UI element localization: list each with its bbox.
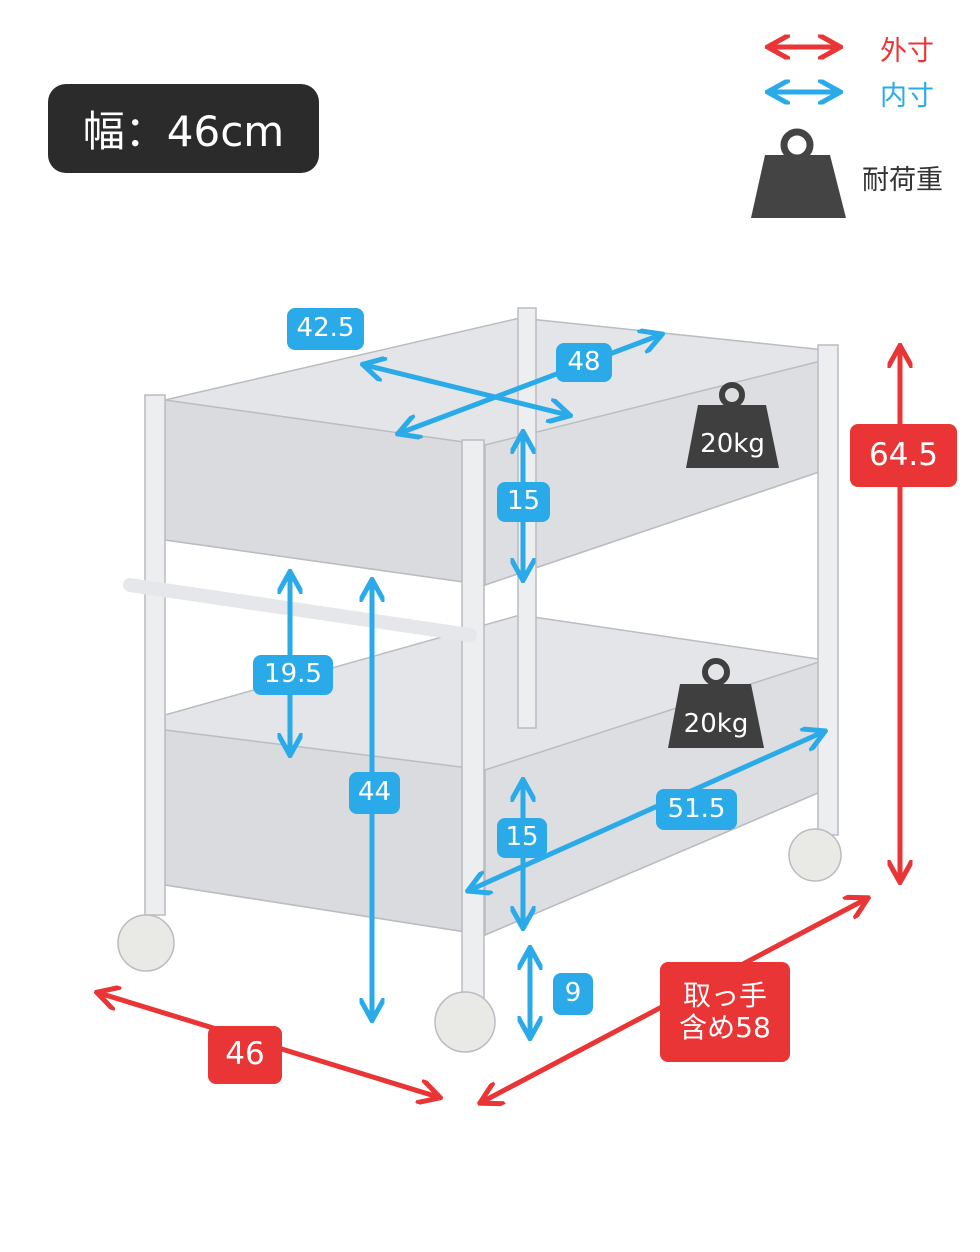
legend-load-label: 耐荷重 xyxy=(862,165,943,196)
top-height-label: 15 xyxy=(497,482,550,522)
outer-height-label: 64.5 xyxy=(850,424,957,487)
weight-icon-bottom xyxy=(668,658,764,748)
outer-depth-label: 取っ手 含め58 xyxy=(660,962,790,1062)
legend-inner-label: 内寸 xyxy=(880,81,934,112)
weight-icon-top xyxy=(686,382,779,468)
clearance-label: 9 xyxy=(553,973,593,1015)
lower-height-label: 44 xyxy=(349,772,400,814)
legend-outer-label: 外寸 xyxy=(880,36,934,67)
bottom-load-label: 20kg xyxy=(683,709,749,740)
outer-width-label: 46 xyxy=(208,1026,282,1084)
top-load-label: 20kg xyxy=(700,429,765,460)
bottom-depth-label: 51.5 xyxy=(656,789,737,830)
top-width-label: 42.5 xyxy=(287,308,364,350)
weight-icon xyxy=(751,128,846,218)
top-depth-label: 48 xyxy=(556,343,612,382)
width-title-badge: 幅：46cm xyxy=(48,84,319,173)
bottom-height-label: 15 xyxy=(497,818,547,858)
gap-height-label: 19.5 xyxy=(253,655,333,695)
